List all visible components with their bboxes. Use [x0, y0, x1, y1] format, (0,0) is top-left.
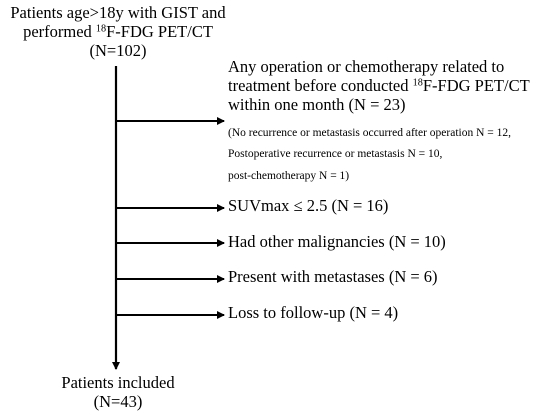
- exclusion-detail-line: Postoperative recurrence or metastasis N…: [228, 148, 443, 161]
- included-patients-box: Patients included (N=43): [4, 373, 232, 412]
- included-line-1: Patients included: [61, 373, 175, 392]
- enrolled-line-1: Patients age>18y with GIST and: [10, 3, 226, 22]
- exclusion-other-malignancies: Had other malignancies (N = 10): [228, 232, 446, 251]
- enrolled-count: (N=102): [89, 40, 147, 60]
- exclusion-0-line-3: within one month (N = 23): [228, 94, 406, 114]
- enrolled-line-2-pre: performed: [23, 21, 96, 41]
- exclusion-0-line-2: treatment before conducted 18F-FDG PET/C…: [228, 75, 530, 96]
- exclusion-detail-line: post-chemotherapy N = 1): [228, 169, 350, 182]
- exclusion-suvmax: SUVmax ≤ 2.5 (N = 16): [228, 196, 389, 215]
- enrolled-line-2-post: F-FDG PET/CT: [106, 21, 213, 41]
- exclusion-0-line-1: Any operation or chemotherapy related to: [228, 57, 505, 76]
- enrolled-line-2: performed 18F-FDG PET/CT: [4, 21, 232, 42]
- exclusion-detail-line: (No recurrence or metastasis occurred af…: [228, 127, 511, 139]
- included-count: (N=43): [93, 391, 143, 411]
- exclusion-0-line-2-post: F-FDG PET/CT: [422, 75, 530, 95]
- exclusion-operation-details: (No recurrence or metastasis occurred af…: [228, 123, 511, 187]
- exclusion-loss-to-follow-up: Loss to follow-up (N = 4): [228, 303, 399, 322]
- enrolled-patients-box: Patients age>18y with GIST and performed…: [4, 3, 232, 61]
- exclusion-metastases: Present with metastases (N = 6): [228, 267, 438, 286]
- exclusion-0-line-2-pre: treatment before conducted: [228, 75, 413, 95]
- exclusion-0-line-2-sup: 18: [412, 77, 423, 89]
- exclusion-operation-chemotherapy: Any operation or chemotherapy related to…: [228, 57, 530, 115]
- enrolled-line-2-sup: 18: [95, 23, 107, 35]
